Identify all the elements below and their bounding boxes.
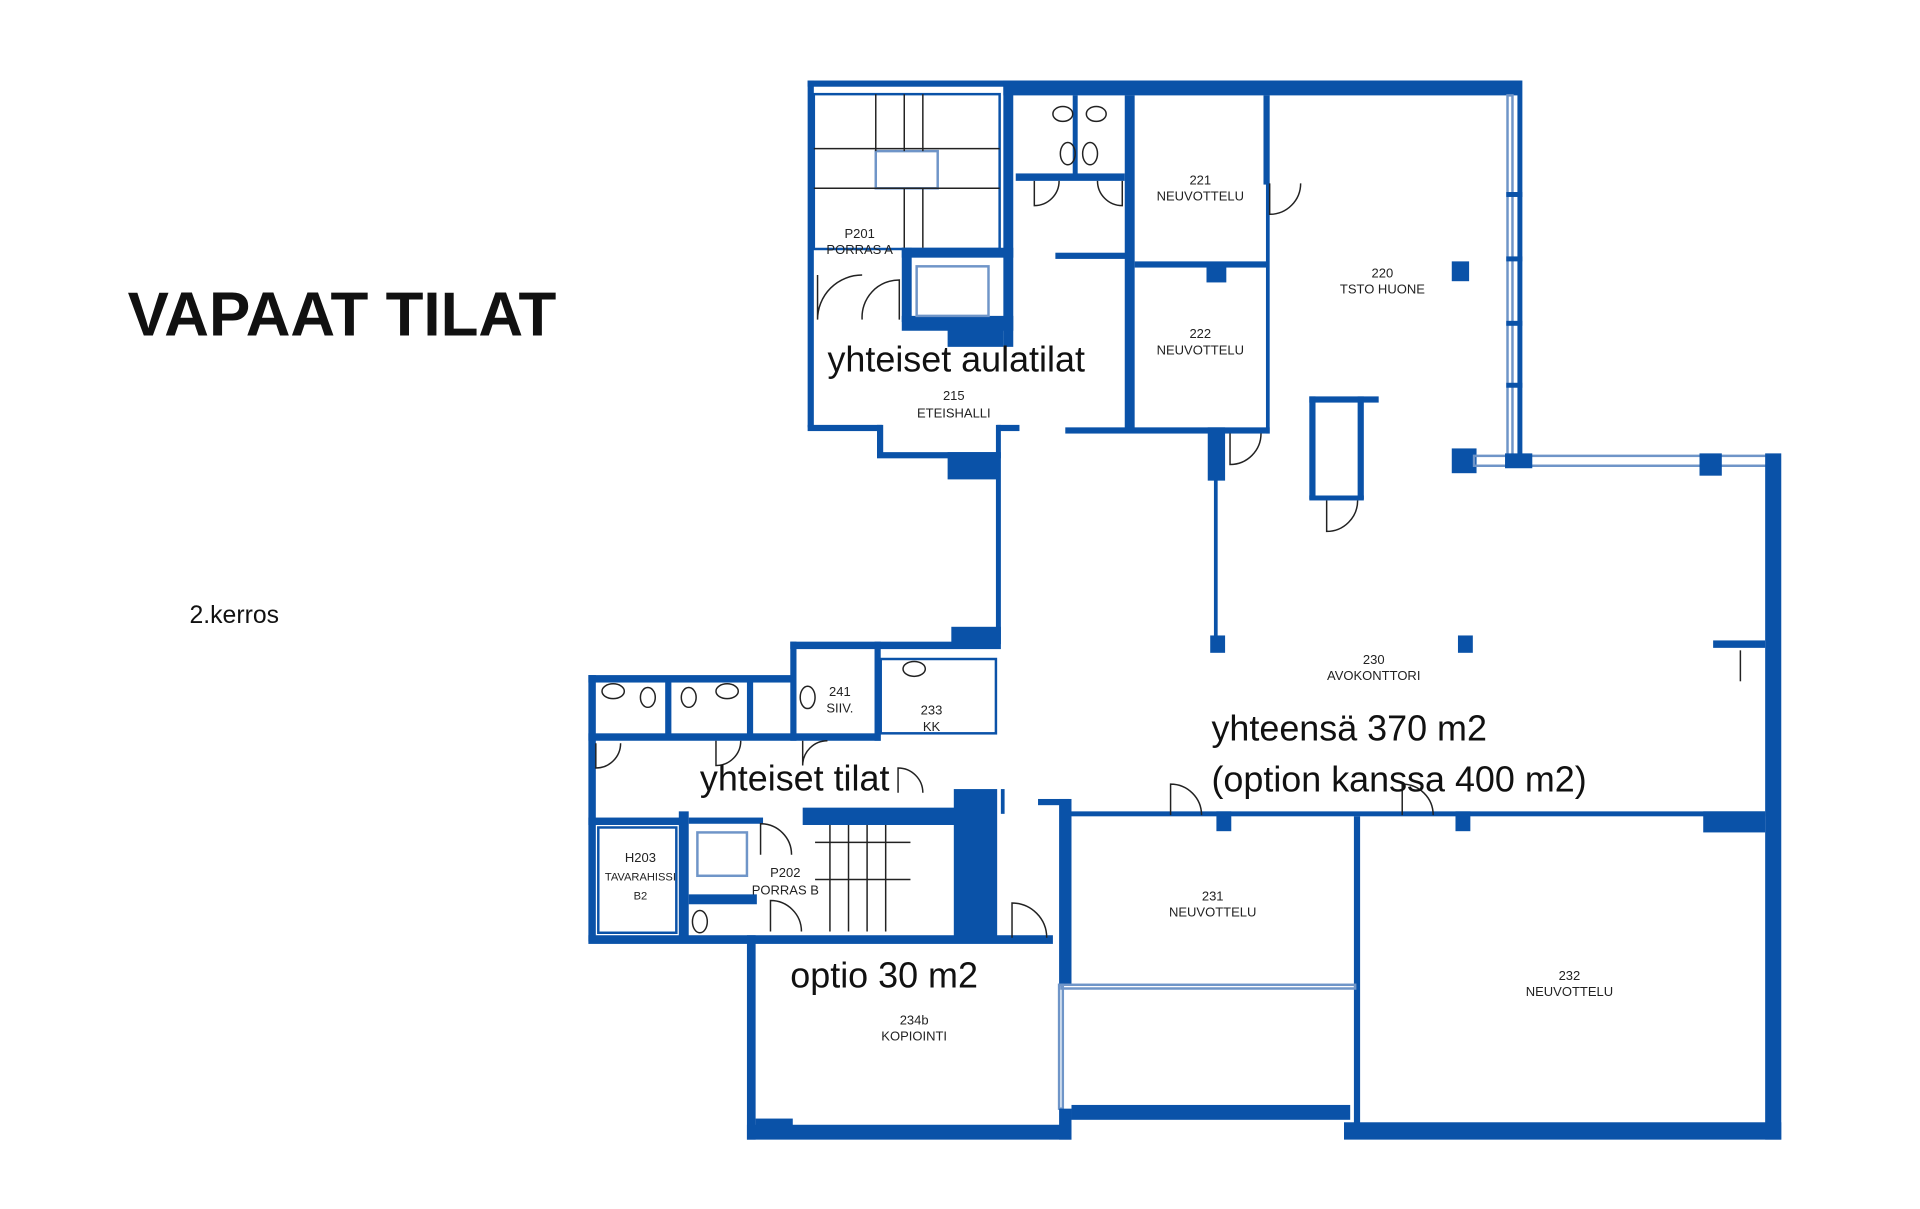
room-number: 221: [1189, 173, 1211, 188]
room-name: PORRAS B: [752, 882, 819, 897]
doors: [595, 180, 1742, 938]
room-name: AVOKONTTORI: [1327, 668, 1420, 683]
option-area-label: optio 30 m2: [790, 954, 978, 995]
room-name: KOPIOINTI: [881, 1029, 947, 1044]
room-name: ETEISHALLI: [917, 405, 991, 420]
room-number: 220: [1372, 265, 1394, 280]
walls: [588, 80, 1782, 1140]
room-name: TSTO HUONE: [1340, 282, 1425, 297]
total-area-label: yhteensä 370 m2: [1211, 708, 1486, 749]
room-number: 234b: [900, 1012, 929, 1027]
room-number: 215: [943, 388, 965, 403]
room-name: NEUVOTTELU: [1157, 189, 1244, 204]
room-name: KK: [923, 719, 941, 734]
annotations: yhteiset aulatilat yhteiset tilat yhteen…: [700, 339, 1587, 996]
room-name: NEUVOTTELU: [1157, 342, 1244, 357]
room-number: H203: [625, 850, 656, 865]
room-number: P202: [770, 865, 800, 880]
room-number: 232: [1559, 968, 1581, 983]
stairs: [813, 94, 1000, 932]
room-name: TAVARAHISSI: [605, 872, 676, 884]
room-number: 233: [921, 703, 943, 718]
common-spaces-label: yhteiset tilat: [700, 757, 890, 798]
room-number: 241: [829, 684, 851, 699]
page-title: VAPAAT TILAT: [128, 281, 557, 350]
room-number: 231: [1202, 889, 1224, 904]
room-name: NEUVOTTELU: [1526, 984, 1613, 999]
room-extra: B2: [634, 890, 648, 902]
room-number: P201: [844, 226, 874, 241]
floor-label: 2.kerros: [190, 602, 279, 629]
total-with-option-label: (option kanssa 400 m2): [1211, 759, 1586, 800]
room-labels: P201 PORRAS A 215 ETEISHALLI 221 NEUVOTT…: [605, 173, 1613, 1044]
room-number: 230: [1363, 652, 1385, 667]
room-name: SIIV.: [826, 700, 853, 715]
room-number: 222: [1189, 326, 1211, 341]
fixtures: [601, 105, 1107, 934]
room-name: PORRAS A: [826, 242, 893, 257]
room-name: NEUVOTTELU: [1169, 905, 1256, 920]
common-lobby-label: yhteiset aulatilat: [827, 339, 1085, 380]
